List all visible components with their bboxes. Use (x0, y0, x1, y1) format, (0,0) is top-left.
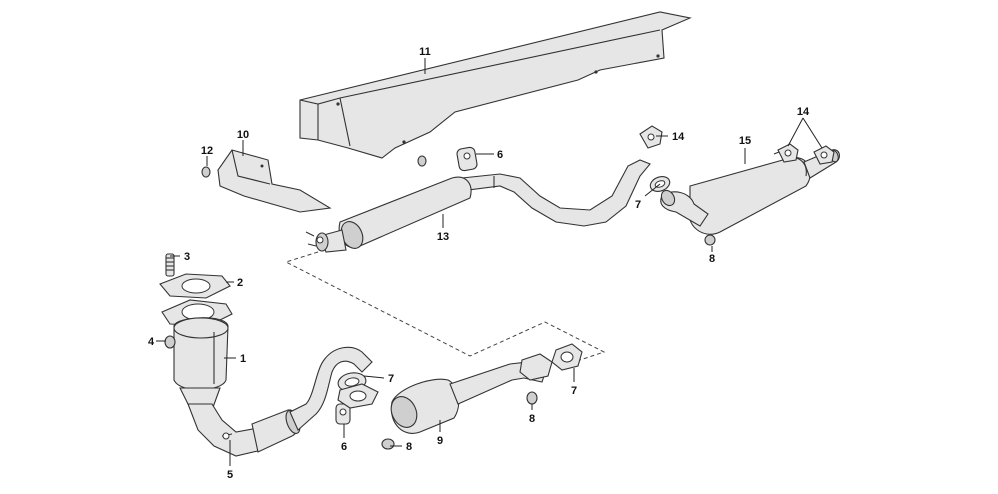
intermediate-pipe-part-13 (305, 159, 651, 253)
rubber-hanger-part-6-upper (456, 146, 478, 172)
callout-10: 10 (237, 129, 249, 141)
callout-1: 1 (240, 353, 246, 365)
nut-part-12 (201, 166, 211, 178)
nut-part-8-lower (381, 438, 395, 450)
gasket-part-7-right (551, 343, 583, 371)
nut-part-4 (164, 335, 176, 349)
callout-13: 13 (437, 231, 449, 243)
rear-muffler-part-15 (660, 149, 841, 235)
bracket-part-10 (217, 149, 332, 213)
callout-15: 15 (739, 135, 751, 147)
gasket-part-2 (159, 273, 231, 299)
callout-3: 3 (184, 251, 190, 263)
rubber-hanger-part-14-left (639, 125, 663, 149)
nut-part-8-rear (704, 234, 716, 246)
callout-7-rear: 7 (635, 199, 641, 211)
front-catalytic-converter-part-1 (161, 299, 233, 411)
callout-9: 9 (437, 435, 443, 447)
callout-14-right: 14 (797, 106, 810, 118)
callout-2: 2 (237, 277, 243, 289)
front-exhaust-pipe (187, 346, 373, 457)
callout-7-right: 7 (571, 385, 577, 397)
leader-lines (156, 58, 823, 466)
callout-8-rear: 8 (709, 253, 715, 265)
callout-labels: 11 10 12 6 14 15 14 7 8 13 3 2 4 1 5 6 7… (148, 46, 810, 481)
nut-part-8-middle (526, 391, 538, 405)
heat-shield-part-11 (299, 11, 692, 159)
callout-5: 5 (227, 469, 233, 481)
callout-12: 12 (201, 145, 213, 157)
callout-8-lower: 8 (406, 441, 412, 453)
callout-6-upper: 6 (497, 149, 503, 161)
callout-4: 4 (148, 336, 155, 348)
stud-part-3 (165, 253, 175, 277)
callout-11: 11 (419, 46, 431, 58)
rear-catalytic-converter-part-9 (337, 353, 553, 434)
nut-under-heat-shield (417, 155, 427, 167)
callout-7-middle: 7 (388, 373, 394, 385)
callout-8-middle: 8 (529, 413, 535, 425)
dashed-connection-line (284, 251, 606, 363)
callout-6-lower: 6 (341, 441, 347, 453)
rubber-hangers-part-14-right (777, 143, 835, 165)
rubber-hanger-part-6-lower (335, 403, 351, 425)
callout-14-left: 14 (672, 131, 685, 143)
